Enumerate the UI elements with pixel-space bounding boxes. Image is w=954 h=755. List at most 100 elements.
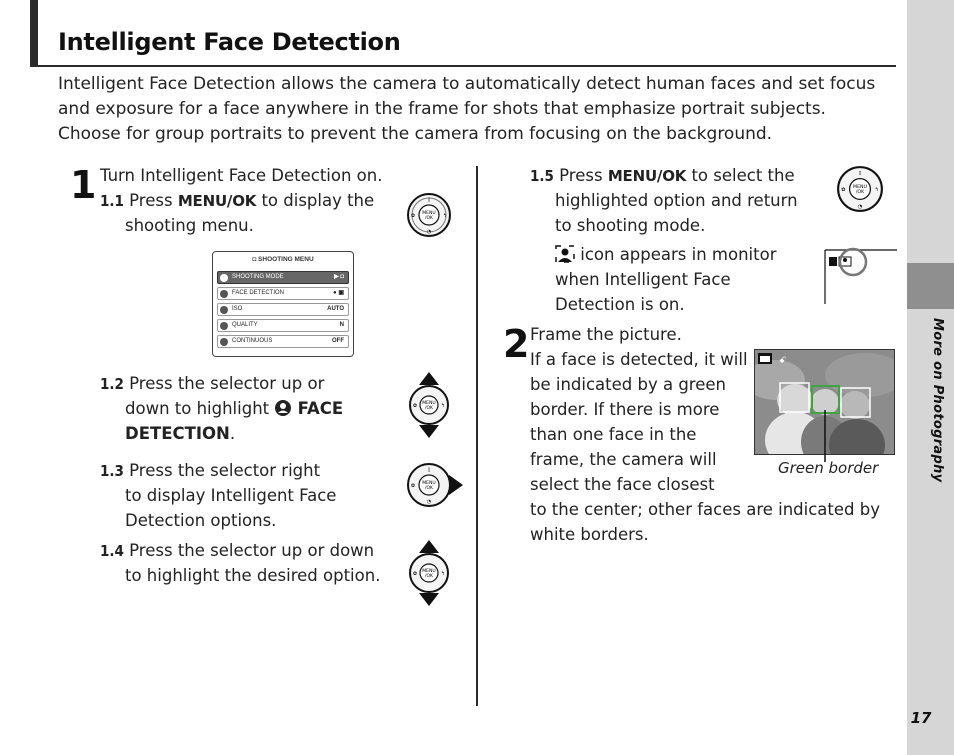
step-1-number: 1 bbox=[70, 163, 97, 207]
svg-text:▯: ▯ bbox=[859, 170, 862, 176]
step-1-1-line1: 1.1 Press MENU/OK to display the bbox=[100, 188, 374, 214]
iso-icon bbox=[220, 306, 228, 314]
svg-text:◔: ◔ bbox=[858, 204, 863, 210]
step-1-5-pre: Press bbox=[553, 166, 608, 185]
step-1-2-number: 1.2 bbox=[100, 375, 124, 393]
svg-text:ϟ: ϟ bbox=[875, 187, 878, 193]
svg-text:ϟ: ϟ bbox=[441, 571, 444, 577]
step-1-1-pre: Press bbox=[123, 191, 178, 210]
svg-text:MENU: MENU bbox=[422, 480, 435, 486]
svg-text:✿: ✿ bbox=[413, 403, 417, 409]
face-detection-icon bbox=[275, 400, 292, 416]
side-tab-strip bbox=[907, 0, 954, 755]
intro-paragraph: Intelligent Face Detection allows the ca… bbox=[58, 74, 876, 144]
svg-text:▯: ▯ bbox=[428, 197, 431, 203]
step-1-3-text: Press the selector right bbox=[123, 461, 321, 480]
detection-label: DETECTION bbox=[125, 424, 230, 443]
face-detection-icon: ● ▣ bbox=[333, 290, 344, 296]
step-1-4-line2: to highlight the desired option. bbox=[125, 566, 381, 585]
svg-text:/OK: /OK bbox=[425, 573, 434, 579]
caption-leader-line bbox=[824, 410, 826, 462]
menu-row-face-detection: FACE DETECTION ● ▣ bbox=[217, 287, 349, 300]
column-divider bbox=[476, 166, 478, 706]
menu-ok-key: MENU/OK bbox=[607, 167, 687, 185]
svg-text:◔: ◔ bbox=[427, 229, 431, 235]
step-1-2-text: Press the selector up or bbox=[123, 374, 325, 393]
step-2-line: select the face closest bbox=[530, 475, 715, 494]
step-1-3-line1: 1.3 Press the selector right bbox=[100, 458, 320, 484]
title-rule bbox=[30, 65, 896, 67]
svg-text:MENU: MENU bbox=[422, 400, 435, 406]
selector-up-down-icon: MENU /OK ✿ ϟ bbox=[409, 372, 449, 438]
face-icon bbox=[220, 290, 228, 298]
step-1-2-period: . bbox=[229, 424, 236, 443]
menu-header: ◘ SHOOTING MENU bbox=[213, 252, 353, 268]
menu-header-text: SHOOTING MENU bbox=[258, 256, 314, 263]
selector-up-down-icon: MENU /OK ✿ ϟ bbox=[409, 540, 449, 606]
step-1-5-post: to select the bbox=[686, 166, 795, 185]
step-1-5-line3: to shooting mode. bbox=[555, 216, 706, 235]
menu-row-value: N bbox=[339, 322, 344, 328]
step-1-2-text: down to highlight bbox=[125, 399, 275, 418]
section-label: More on Photography bbox=[930, 318, 945, 483]
svg-text:◔: ◔ bbox=[427, 499, 431, 505]
menu-row-value: OFF bbox=[332, 338, 344, 344]
step-1-1-line2: shooting menu. bbox=[125, 216, 254, 235]
svg-text:✿: ✿ bbox=[411, 483, 415, 489]
step-1-4-line1: 1.4 Press the selector up or down bbox=[100, 538, 374, 564]
menu-row-value: AUTO bbox=[327, 306, 344, 312]
side-tab-marker bbox=[907, 263, 954, 309]
svg-text:✿: ✿ bbox=[411, 213, 415, 219]
step-2-line: than one face in the bbox=[530, 425, 697, 444]
step-2-heading: Frame the picture. bbox=[530, 325, 682, 344]
page-title: Intelligent Face Detection bbox=[58, 28, 401, 56]
menu-row-shooting-mode: SHOOTING MODE ▶ ◘ bbox=[217, 271, 349, 284]
step-1-2-line2: down to highlight FACE bbox=[125, 396, 343, 421]
page-number: 17 bbox=[910, 709, 932, 727]
menu-row-label: FACE DETECTION bbox=[232, 290, 285, 296]
monitor-corner-callout bbox=[824, 247, 897, 304]
svg-text:ϟ: ϟ bbox=[443, 213, 446, 219]
step-1-5-icon-text: icon appears in monitor bbox=[575, 245, 777, 264]
selector-dial-icon: MENU /OK ▯ ◔ ✿ ϟ bbox=[407, 193, 451, 237]
svg-text:MENU: MENU bbox=[422, 210, 435, 216]
step-1-heading: Turn Intelligent Face Detection on. bbox=[100, 166, 383, 185]
svg-text:✿: ✿ bbox=[413, 571, 417, 577]
svg-text:MENU: MENU bbox=[422, 568, 435, 574]
step-1-3-number: 1.3 bbox=[100, 462, 124, 480]
step-2-line: to the center; other faces are indicated… bbox=[530, 500, 880, 519]
menu-row-label: QUALITY bbox=[232, 322, 258, 328]
shooting-menu-screenshot: ◘ SHOOTING MENU SHOOTING MODE ▶ ◘ FACE D… bbox=[212, 251, 354, 357]
svg-text:MENU: MENU bbox=[853, 184, 867, 190]
step-1-3-line3: Detection options. bbox=[125, 511, 277, 530]
svg-text:ꗃ: ꗃ bbox=[779, 356, 786, 366]
svg-text:▯: ▯ bbox=[428, 467, 431, 473]
selector-dial-icon: MENU /OK ▯ ◔ ✿ ϟ bbox=[837, 166, 883, 212]
svg-text:/OK: /OK bbox=[856, 189, 865, 195]
continuous-icon bbox=[220, 338, 228, 346]
quality-icon bbox=[220, 322, 228, 330]
step-2-number: 2 bbox=[503, 322, 530, 366]
step-1-5-line2: highlighted option and return bbox=[555, 191, 798, 210]
step-2-line: white borders. bbox=[530, 525, 649, 544]
svg-text:ϟ: ϟ bbox=[441, 403, 444, 409]
step-1-5-icon-line3: Detection is on. bbox=[555, 295, 685, 314]
step-1-5-icon-line2: when Intelligent Face bbox=[555, 270, 731, 289]
camera-icon bbox=[220, 274, 228, 282]
menu-row-continuous: CONTINUOUS OFF bbox=[217, 335, 349, 348]
step-1-5-number: 1.5 bbox=[530, 167, 554, 185]
menu-row-quality: QUALITY N bbox=[217, 319, 349, 332]
step-1-2-line3: DETECTION. bbox=[125, 421, 235, 446]
step-1-5-line1: 1.5 Press MENU/OK to select the bbox=[530, 163, 795, 189]
menu-row-label: ISO bbox=[232, 306, 243, 312]
title-accent-bar bbox=[30, 0, 38, 66]
step-1-5-icon-line1: icon appears in monitor bbox=[555, 242, 777, 267]
menu-ok-key: MENU/OK bbox=[177, 192, 257, 210]
green-border-caption: Green border bbox=[778, 459, 879, 477]
menu-row-label: SHOOTING MODE bbox=[232, 274, 284, 280]
svg-text:/OK: /OK bbox=[425, 405, 434, 411]
svg-text:✿: ✿ bbox=[841, 187, 846, 193]
face-detection-icon bbox=[555, 245, 575, 263]
step-1-1-post: to display the bbox=[256, 191, 375, 210]
step-1-1-number: 1.1 bbox=[100, 192, 124, 210]
